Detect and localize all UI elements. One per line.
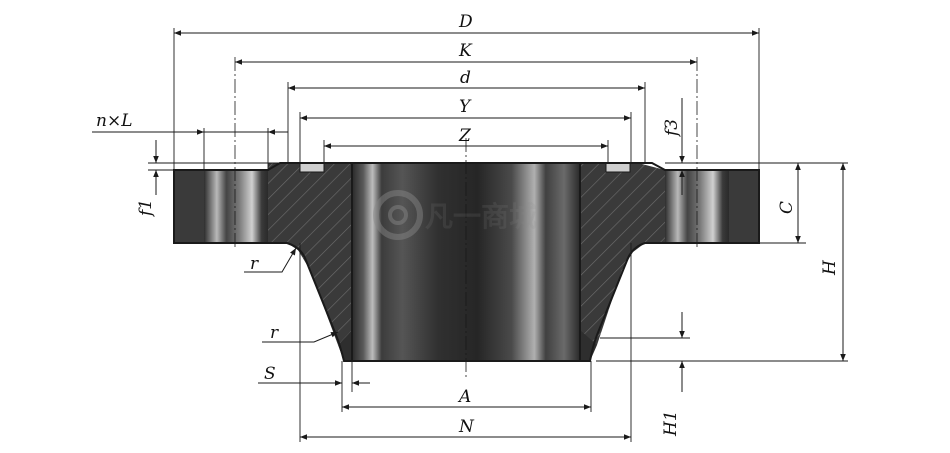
label-A: A <box>457 387 471 407</box>
left-hub-section <box>268 163 352 345</box>
leader-r-lower <box>262 331 339 343</box>
flange-section <box>173 162 760 362</box>
label-N: N <box>458 417 475 437</box>
right-groove <box>605 162 631 173</box>
label-H: H <box>820 259 840 276</box>
dimension-labels: D K d Y Z n×L f1 f3 C H H1 r r S A N <box>96 12 840 437</box>
watermark-text: 凡一商城 <box>425 200 537 233</box>
label-f1: f1 <box>136 199 156 218</box>
dimension-lines <box>92 30 846 440</box>
label-Y: Y <box>459 97 472 117</box>
section-outline <box>173 162 760 362</box>
left-bolt-hole <box>204 170 268 243</box>
label-H1: H1 <box>661 410 681 437</box>
watermark-logo-icon <box>373 190 423 240</box>
right-rim-solid <box>729 170 759 243</box>
label-K: K <box>458 41 473 61</box>
label-C: C <box>777 201 797 214</box>
right-hub-section <box>580 163 665 345</box>
label-Z: Z <box>458 126 472 146</box>
leader-r-upper <box>244 247 297 273</box>
label-f3: f3 <box>662 119 682 138</box>
label-d: d <box>460 68 471 88</box>
label-nL: n×L <box>96 111 132 131</box>
label-r-lower: r <box>270 323 279 343</box>
watermark: 凡一商城 <box>373 190 537 240</box>
right-neck <box>580 330 597 361</box>
label-D: D <box>458 12 473 32</box>
label-r-upper: r <box>250 254 259 274</box>
label-S: S <box>264 364 276 384</box>
left-groove <box>299 162 325 173</box>
left-rim-solid <box>174 170 204 243</box>
